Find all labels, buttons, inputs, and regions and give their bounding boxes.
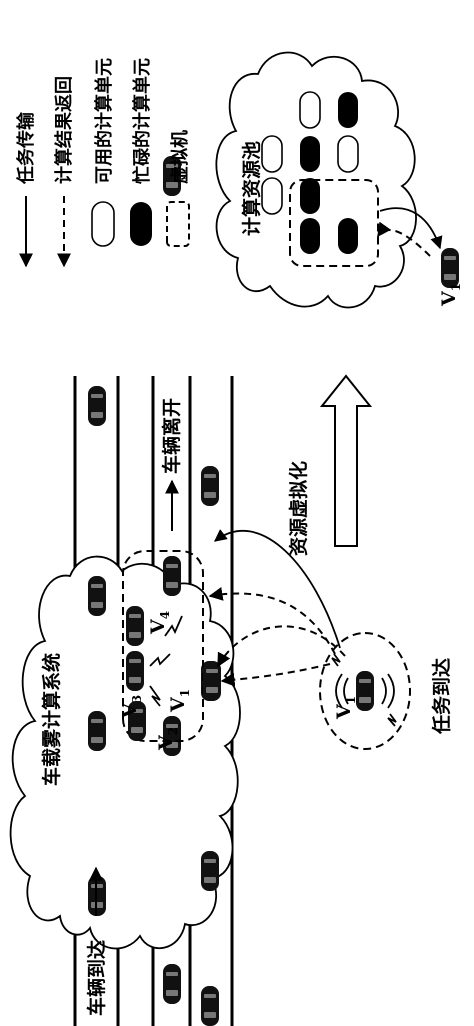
task-transfer-arrows bbox=[208, 529, 346, 687]
legend-busy-unit: 忙碌的计算单元 bbox=[130, 58, 153, 246]
legend-virtual-machine: 虚拟机 bbox=[166, 130, 191, 247]
legend-task-transfer: 任务传输 bbox=[15, 111, 37, 268]
car bbox=[88, 576, 106, 616]
task-arrival-zone: V1 bbox=[319, 632, 411, 750]
svg-text:V1: V1 bbox=[333, 696, 358, 720]
svg-text:任务传输: 任务传输 bbox=[15, 111, 37, 185]
compute-unit bbox=[338, 218, 358, 254]
vehicle-v2: V2 bbox=[128, 701, 180, 751]
car bbox=[201, 986, 219, 1026]
pool-vehicle-v1: V1 bbox=[377, 207, 463, 307]
svg-text:忙碌的计算单元: 忙碌的计算单元 bbox=[131, 58, 153, 184]
compute-unit bbox=[300, 218, 320, 254]
compute-unit bbox=[261, 135, 283, 173]
compute-units bbox=[261, 91, 359, 254]
resource-pool: 计算资源池 bbox=[215, 51, 417, 309]
svg-text:V3: V3 bbox=[119, 695, 144, 719]
compute-unit bbox=[261, 177, 283, 215]
car bbox=[201, 851, 219, 891]
vehicle-arrive-label: 车辆到达 bbox=[85, 940, 108, 1016]
vehicle-v3: V3 bbox=[119, 651, 144, 719]
car bbox=[201, 466, 219, 506]
svg-text:计算结果返回: 计算结果返回 bbox=[53, 76, 75, 184]
svg-text:V1: V1 bbox=[438, 283, 463, 307]
svg-text:可用的计算单元: 可用的计算单元 bbox=[93, 58, 115, 184]
wireless-links bbox=[149, 615, 183, 707]
fog-cloud bbox=[9, 555, 241, 950]
virtualization-arrow: 资源虚拟化 bbox=[287, 374, 373, 556]
fog-system-label: 车载雾计算系统 bbox=[40, 653, 63, 786]
car bbox=[88, 711, 106, 751]
legend: 任务传输 计算结果返回 可用的计算单元 忙碌的计算单元 虚拟机 bbox=[15, 58, 191, 268]
arrival-arrow: 车辆到达 bbox=[85, 866, 108, 1016]
vehicle-leave-label: 车辆离开 bbox=[160, 398, 183, 474]
compute-unit bbox=[300, 178, 320, 214]
car bbox=[163, 964, 181, 1004]
legend-available-unit: 可用的计算单元 bbox=[91, 58, 115, 247]
compute-unit bbox=[338, 92, 358, 128]
resource-pool-label: 计算资源池 bbox=[240, 141, 263, 236]
svg-text:V4: V4 bbox=[147, 611, 172, 635]
vm-outline bbox=[289, 179, 379, 267]
compute-unit bbox=[300, 136, 320, 172]
legend-result-return: 计算结果返回 bbox=[53, 76, 75, 268]
resource-virtualization-label: 资源虚拟化 bbox=[287, 461, 310, 556]
car bbox=[126, 606, 144, 646]
compute-unit bbox=[299, 91, 321, 129]
vehicle-v4: V4 bbox=[147, 556, 181, 635]
svg-text:V2: V2 bbox=[155, 727, 180, 751]
compute-unit bbox=[337, 135, 359, 173]
task-arrive-label: 任务到达 bbox=[430, 658, 453, 735]
svg-text:V1: V1 bbox=[167, 689, 192, 713]
svg-text:虚拟机: 虚拟机 bbox=[169, 130, 191, 184]
vehicle-group-outline bbox=[122, 550, 204, 742]
leave-arrow: 车辆离开 bbox=[160, 398, 183, 531]
vehicle-v1: V1 bbox=[167, 661, 221, 713]
car bbox=[88, 386, 106, 426]
